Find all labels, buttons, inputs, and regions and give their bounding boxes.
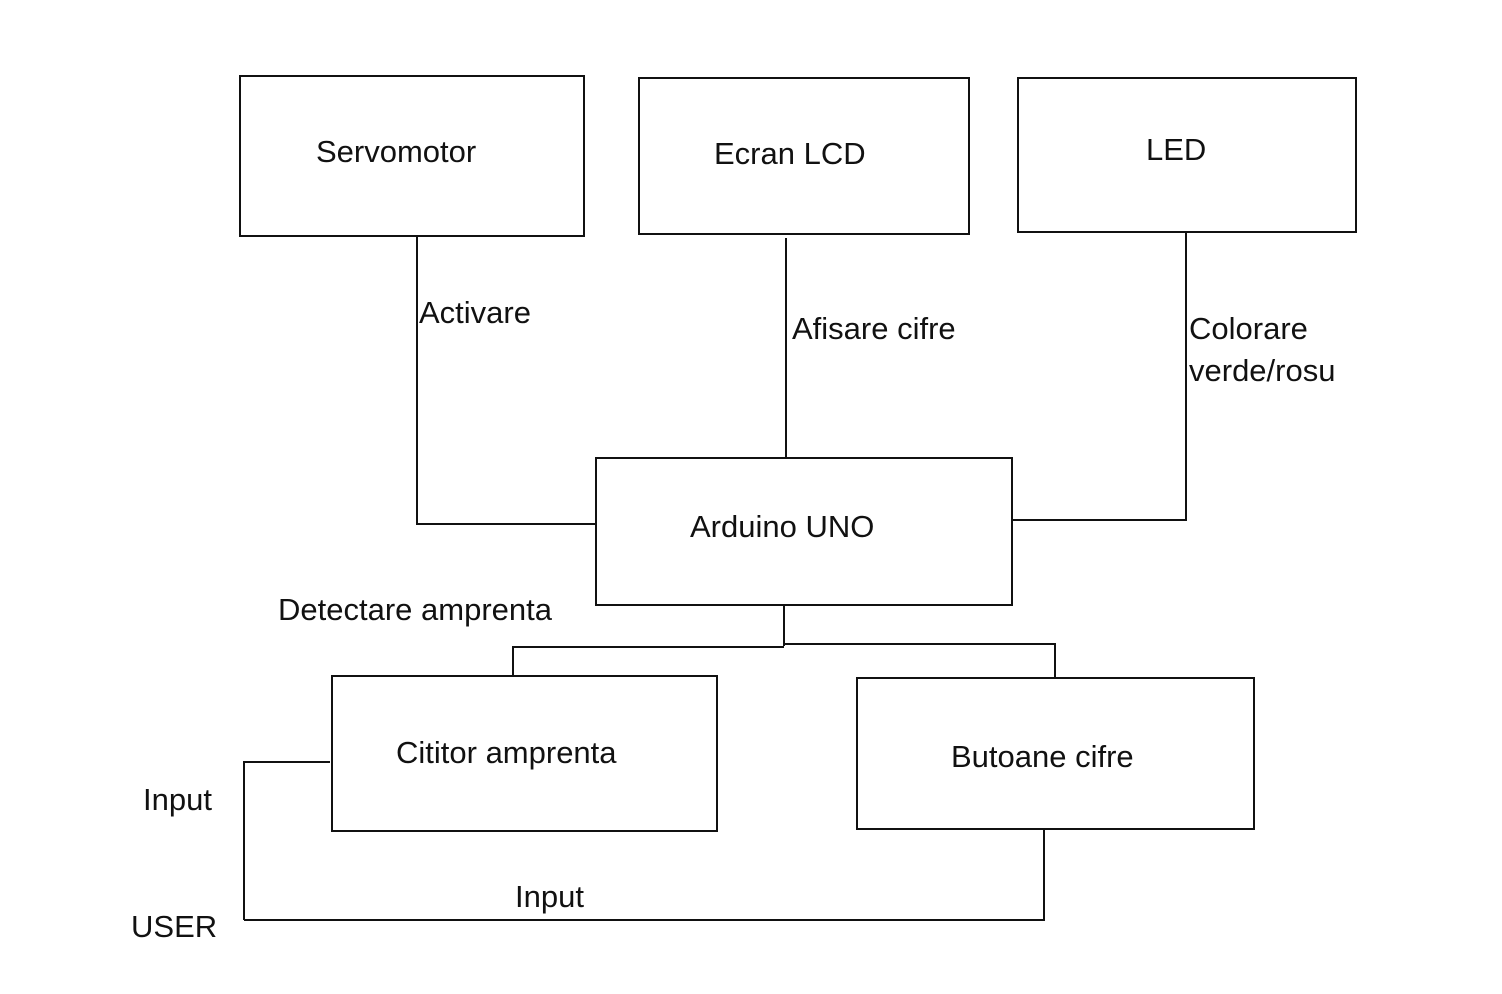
input-cititor-label: Input — [143, 782, 212, 817]
arduino-box — [595, 457, 1013, 606]
led-connector — [1013, 229, 1187, 521]
servomotor-connector — [416, 237, 597, 525]
led-label: LED — [1146, 132, 1207, 167]
activare-label: Activare — [419, 295, 531, 330]
user-cititor-connector — [243, 761, 330, 920]
user-label: USER — [131, 909, 218, 944]
colorare-label-line1: Colorare — [1189, 311, 1308, 346]
detectare-label: Detectare amprenta — [278, 592, 552, 627]
ecran-lcd-box — [638, 77, 970, 235]
input-butoane-label: Input — [515, 879, 584, 914]
colorare-label-line2: verde/rosu — [1189, 353, 1336, 388]
cititor-label: Cititor amprenta — [396, 735, 617, 770]
arduino-label: Arduino UNO — [690, 509, 875, 544]
afisare-label: Afisare cifre — [792, 311, 956, 346]
servomotor-box — [239, 75, 585, 237]
servomotor-label: Servomotor — [316, 134, 477, 169]
butoane-label: Butoane cifre — [951, 739, 1134, 774]
butoane-box — [856, 677, 1255, 830]
ecran-lcd-label: Ecran LCD — [714, 136, 866, 171]
led-box — [1017, 77, 1357, 233]
butoane-branch-connector — [784, 643, 1056, 679]
user-butoane-connector — [244, 828, 1045, 921]
cititor-box — [331, 675, 718, 832]
cititor-branch-connector — [512, 646, 784, 677]
